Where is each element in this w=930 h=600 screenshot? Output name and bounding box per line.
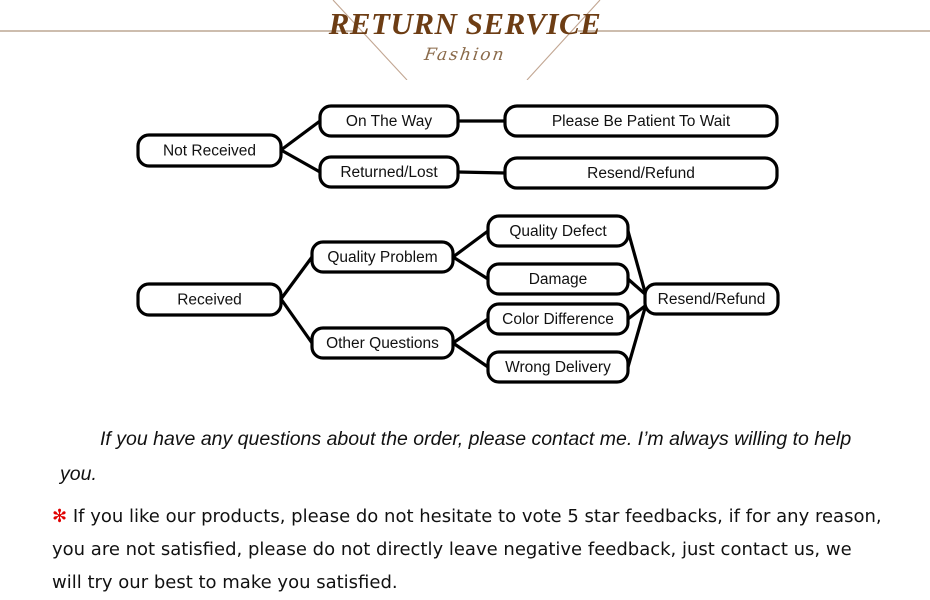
node-please-be-patient-to-wait-label: Please Be Patient To Wait (552, 113, 731, 130)
node-returned-lost-box (318, 155, 460, 189)
connector-otherquestions-wrongdelivery (452, 341, 489, 369)
node-damage[interactable]: Damage (486, 262, 630, 296)
node-color-difference-box (486, 302, 630, 336)
node-resend-refund-top-label: Resend/Refund (587, 165, 695, 182)
node-quality-problem-label: Quality Problem (327, 249, 437, 266)
connector-qualitydefect-resend (626, 230, 647, 293)
node-color-difference-label: Color Difference (502, 311, 614, 328)
feedback-paragraph: ✻ If you like our products, please do no… (52, 500, 882, 599)
node-on-the-way[interactable]: On The Way (318, 104, 460, 138)
page-subtitle: Fashion (423, 45, 507, 65)
connector-otherquestions-colordifference (452, 317, 489, 345)
node-received-label: Received (177, 292, 242, 309)
node-quality-defect[interactable]: Quality Defect (486, 214, 630, 248)
node-resend-refund-bottom-label: Resend/Refund (658, 291, 766, 308)
header-diagonal-right (526, 0, 601, 80)
contact-paragraph: If you have any questions about the orde… (60, 427, 852, 485)
page-header: RETURN SERVICE Fashion (0, 0, 930, 80)
node-other-questions[interactable]: Other Questions (310, 326, 455, 360)
connector-qualityproblem-qualitydefect (452, 229, 489, 259)
connector-qualityproblem-damage (452, 255, 489, 281)
page-title: RETURN SERVICE (328, 6, 602, 41)
node-received[interactable]: Received (136, 282, 283, 317)
asterisk-icon: ✻ (52, 506, 68, 527)
node-not-received-label: Not Received (163, 143, 256, 160)
node-wrong-delivery-label: Wrong Delivery (505, 359, 611, 376)
header-decorative-rules (0, 0, 930, 80)
node-damage-box (486, 262, 630, 296)
node-on-the-way-label: On The Way (346, 113, 432, 130)
node-wrong-delivery[interactable]: Wrong Delivery (486, 350, 630, 384)
node-wrong-delivery-box (486, 350, 630, 384)
node-returned-lost[interactable]: Returned/Lost (318, 155, 460, 189)
connector-notreceived-ontheway (280, 119, 321, 152)
node-other-questions-label: Other Questions (326, 335, 439, 352)
node-on-the-way-box (318, 104, 460, 138)
feedback-paragraph-text: If you like our products, please do not … (52, 506, 882, 593)
node-quality-defect-label: Quality Defect (509, 223, 607, 240)
node-received-box (136, 282, 283, 317)
connector-wrongdelivery-resend (626, 307, 647, 368)
connector-colordifference-resend (627, 304, 646, 321)
flow-section-not-received: Not Received On The Way Returned/Lost Pl… (136, 104, 779, 190)
node-other-questions-box (310, 326, 455, 360)
flowchart-svg: Not Received On The Way Returned/Lost Pl… (136, 104, 780, 384)
flow-section-received: Received Quality Problem Other Questions… (136, 214, 780, 384)
header-text-block: RETURN SERVICE Fashion (0, 0, 930, 66)
node-please-be-patient-to-wait-box (503, 104, 779, 138)
node-resend-refund-top-box (503, 156, 779, 190)
node-resend-refund-bottom-box (643, 282, 780, 316)
node-quality-defect-box (486, 214, 630, 248)
node-resend-refund-bottom[interactable]: Resend/Refund (643, 282, 780, 316)
connector-received-quality-problem (279, 256, 314, 300)
connector-damage-resend (626, 277, 647, 296)
header-diagonal-left (332, 0, 408, 80)
node-not-received-box (136, 133, 283, 168)
node-quality-problem[interactable]: Quality Problem (310, 240, 455, 274)
connector-received-other-questions (279, 298, 314, 344)
node-damage-label: Damage (529, 271, 588, 288)
node-quality-problem-box (310, 240, 455, 274)
node-please-be-patient-to-wait[interactable]: Please Be Patient To Wait (503, 104, 779, 138)
node-resend-refund-top[interactable]: Resend/Refund (503, 156, 779, 190)
node-color-difference[interactable]: Color Difference (486, 302, 630, 336)
connector-notreceived-returnedlost (280, 148, 321, 174)
node-not-received[interactable]: Not Received (136, 133, 283, 168)
node-returned-lost-label: Returned/Lost (340, 164, 438, 181)
connector-returnedlost-resend (457, 170, 506, 175)
return-process-flowchart: Not Received On The Way Returned/Lost Pl… (0, 92, 930, 392)
